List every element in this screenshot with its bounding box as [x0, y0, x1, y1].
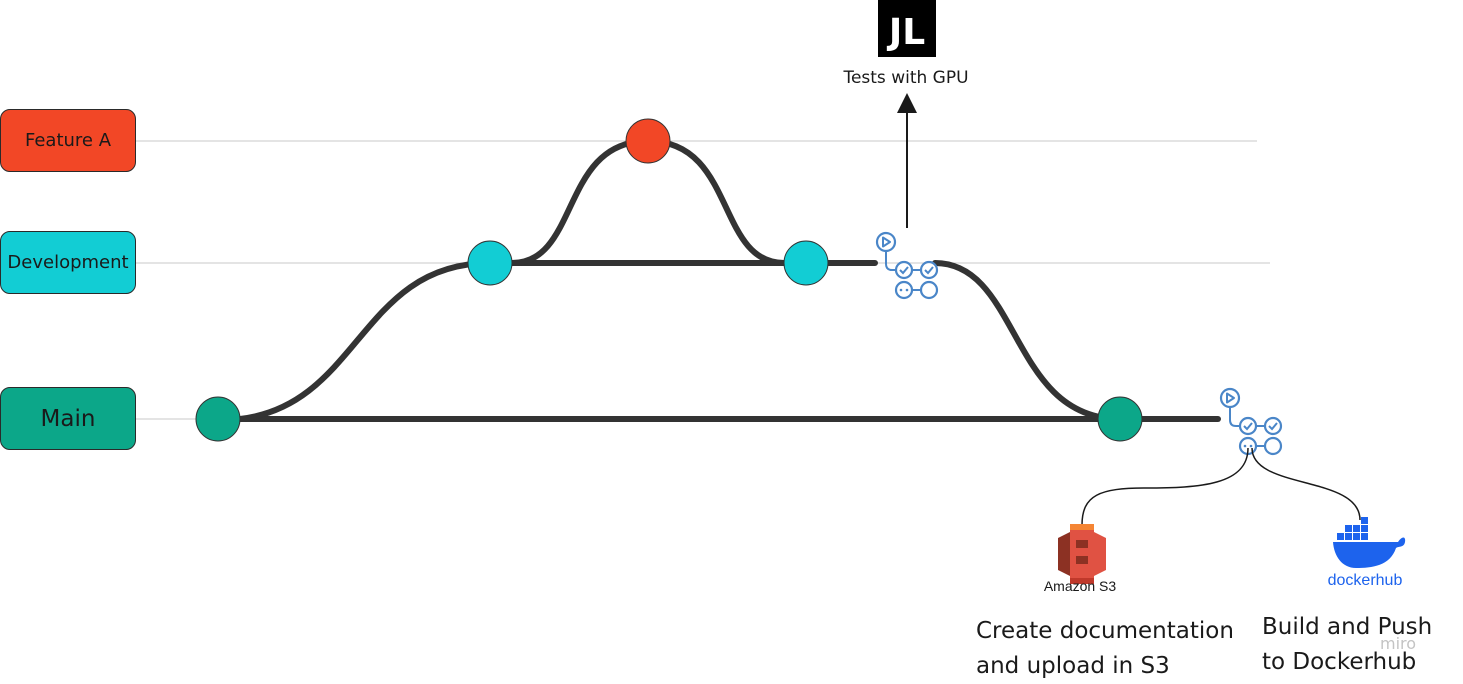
commit-node-main-start	[195, 396, 241, 442]
amazon-s3-icon	[1058, 524, 1106, 584]
lane-label-development: Development	[0, 231, 136, 294]
lane-label-main: Main	[0, 387, 136, 450]
docker-whale-icon	[1333, 517, 1406, 568]
docs-description-line1: Create documentation	[976, 618, 1234, 644]
push-description-line2: to Dockerhub	[1262, 649, 1417, 675]
development-branch-line	[237, 260, 878, 422]
commit-node-dev-branch	[467, 240, 513, 286]
push-description: Build and Push to Dockerhub	[1262, 610, 1432, 680]
connector-dockerhub	[1251, 447, 1361, 521]
lane-label-feature: Feature A	[0, 109, 136, 172]
dockerhub-logo-word-docker: docker	[1327, 572, 1376, 589]
gpu-tests-label: Tests with GPU	[843, 68, 969, 88]
push-description-line1: Build and Push	[1262, 614, 1433, 640]
miro-watermark: miro	[1380, 634, 1417, 653]
commit-node-main-merge	[1097, 396, 1143, 442]
connector-s3	[1081, 447, 1249, 526]
jupyterlab-icon-text: JL	[886, 12, 925, 53]
jupyterlab-icon: JL	[878, 0, 936, 57]
docs-description: Create documentation and upload in S3	[976, 614, 1234, 684]
commit-node-dev-merge	[783, 240, 829, 286]
commit-node-feature	[625, 118, 671, 164]
dockerhub-logo-text: dockerhub	[1300, 572, 1430, 590]
dockerhub-logo-word-hub: hub	[1375, 572, 1403, 589]
github-actions-icon	[1219, 387, 1283, 456]
github-actions-icon	[875, 231, 939, 300]
development-merge-line	[932, 260, 1123, 422]
docs-description-line2: and upload in S3	[976, 653, 1170, 679]
amazon-s3-label: Amazon S3	[1043, 578, 1117, 594]
